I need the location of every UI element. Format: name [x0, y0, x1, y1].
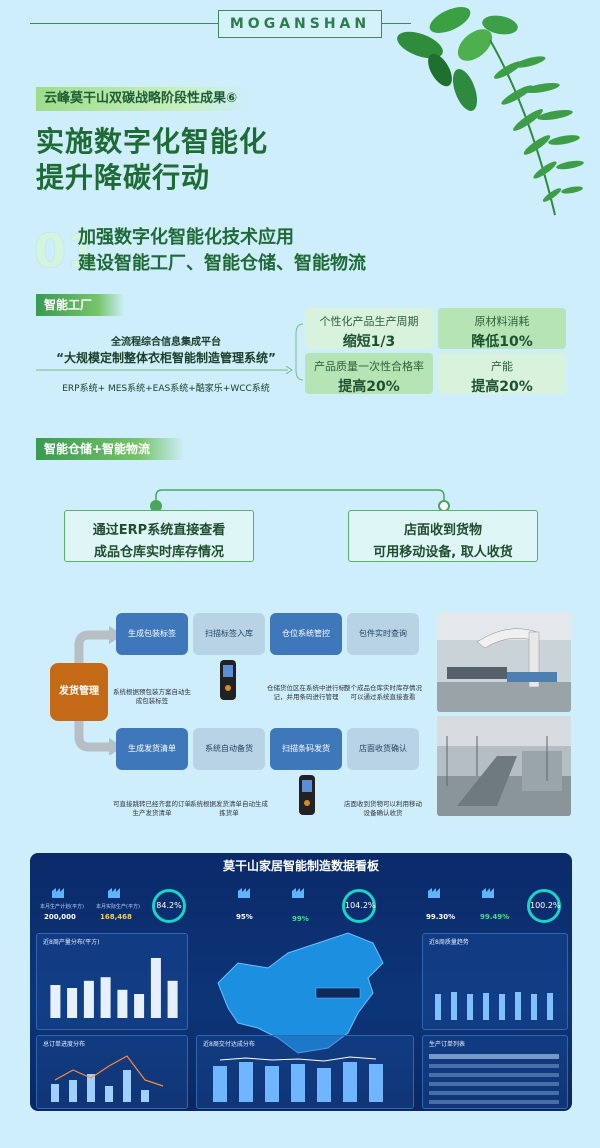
panel-weekly-output: 近8周产量分布(平方) — [36, 933, 188, 1030]
factory-icon — [52, 888, 64, 898]
kpi-plan-label: 本月生产计划(平方) — [40, 904, 84, 910]
weekly-output-bar — [167, 980, 178, 1018]
stat-production-cycle: 个性化产品生产周期 缩短1/3 — [305, 308, 433, 350]
weekly-output-bars — [50, 958, 178, 1018]
weekly-output-bar — [134, 994, 145, 1018]
flow-step-location-control: 仓位系统管控 — [270, 613, 342, 655]
flow-step-package-label: 生成包装标签 — [116, 613, 188, 655]
stat-value: 提高20% — [338, 379, 400, 395]
platform-name: “大规模定制整体衣柜智能制造管理系统” — [56, 351, 276, 365]
flow-note: 可直接跳转已经齐套的订单生产发货清单 — [113, 800, 191, 817]
panel-order-list: 生产订单列表 — [422, 1035, 568, 1109]
platform-caption: 全流程综合信息集成平台 — [111, 337, 221, 348]
flow-step-scan-inbound: 扫描标签入库 — [193, 613, 265, 655]
card-line1: 店面收到货物 — [403, 523, 482, 538]
factory-icon — [238, 888, 250, 898]
panel-quality-trend: 近8周质量趋势 — [422, 933, 568, 1030]
stat-value: 提高20% — [471, 379, 533, 395]
kpi-ring-2: 104.2% — [342, 889, 376, 923]
kpi-ring-3: 100.2% — [527, 889, 561, 923]
panel-title: 近8周质量趋势 — [429, 939, 469, 946]
handheld-scanner-icon — [299, 775, 315, 815]
page-title-line2: 提升降碳行动 — [36, 161, 211, 194]
kpi-value-5: 99.30% — [426, 913, 456, 921]
panel-title: 近8周产量分布(平方) — [43, 939, 100, 946]
section-number: 01 — [34, 224, 99, 278]
factory-robot-photo — [437, 612, 571, 712]
brand-logo: MOGANSHAN — [218, 10, 382, 38]
china-map — [217, 932, 384, 1054]
stat-label: 个性化产品生产周期 — [319, 315, 419, 328]
stat-value: 缩短1/3 — [342, 334, 396, 350]
stat-quality-rate: 产品质量一次性合格率 提高20% — [305, 353, 433, 395]
card-line1: 通过ERP系统直接查看 — [92, 523, 226, 538]
weekly-output-bar — [50, 985, 61, 1018]
platform-systems: ERP系统+ MES系统+EAS系统+酷家乐+WCC系统 — [62, 384, 270, 394]
panel-title: 生产订单列表 — [429, 1041, 466, 1048]
page-title-line1: 实施数字化智能化 — [36, 125, 269, 158]
weekly-output-bar — [100, 977, 111, 1018]
kpi-plan-value: 200,000 — [44, 913, 76, 921]
weekly-output-bar — [117, 989, 128, 1018]
warehouse-connector — [155, 489, 445, 506]
stat-material-consumption: 原材料消耗 降低10% — [438, 308, 566, 350]
kpi-actual-label: 本月实际生产(平方) — [96, 904, 140, 910]
handheld-scanner-icon — [220, 660, 236, 700]
brand-line-left — [30, 23, 218, 24]
store-receipt-card: 店面收到货物 可用移动设备, 取人收货 — [348, 510, 538, 562]
delivery-rate-chart — [213, 1056, 383, 1102]
erp-inventory-card: 通过ERP系统直接查看 成品仓库实时库存情况 — [64, 510, 254, 562]
flow-note: 系统根据预包装方案自动生成包装标签 — [113, 688, 191, 705]
kpi-value-3: 95% — [236, 913, 253, 921]
flow-note: 系统根据发货清单自动生成拣货单 — [190, 800, 268, 817]
panel-title: 近8周交付达成分布 — [203, 1041, 255, 1048]
stat-capacity: 产能 提高20% — [438, 353, 566, 395]
factory-icon — [428, 888, 440, 898]
smart-factory-tag: 智能工厂 — [36, 294, 124, 316]
flow-note: 整个成品仓库实时库存情况可以通过系统直接查看 — [344, 684, 422, 701]
factory-production-line-photo — [437, 716, 571, 816]
data-dashboard: 莫干山家居智能制造数据看板 本月生产计划(平方) 200,000 本月实际生产(… — [30, 853, 572, 1111]
stat-label: 产能 — [491, 360, 513, 373]
panel-title: 总订单进度分布 — [43, 1041, 86, 1048]
weekly-output-bar — [67, 988, 78, 1018]
order-progress-chart — [51, 1055, 164, 1102]
card-line2: 成品仓库实时库存情况 — [93, 545, 224, 560]
dashboard-title: 莫干山家居智能制造数据看板 — [222, 859, 379, 873]
brand-line-right — [381, 23, 411, 24]
flow-note: 店面收到货物可以利用移动设备确认收货 — [344, 800, 422, 817]
flow-step-auto-picking: 系统自动备货 — [193, 728, 265, 770]
stat-label: 原材料消耗 — [474, 315, 530, 328]
section-heading-line2: 建设智能工厂、智能仓储、智能物流 — [78, 253, 366, 274]
factory-icon — [292, 888, 304, 898]
section-heading-line1: 加强数字化智能化技术应用 — [78, 227, 294, 248]
flow-step-store-confirm: 店面收货确认 — [347, 728, 419, 770]
stat-label: 产品质量一次性合格率 — [314, 360, 424, 373]
order-list-table — [429, 1054, 559, 1104]
factory-icon — [482, 888, 494, 898]
subtitle-tag: 云峰莫干山双碳战略阶段性成果⑥ — [36, 87, 248, 111]
panel-delivery-rate: 近8周交付达成分布 — [196, 1035, 414, 1109]
weekly-output-bar — [150, 958, 161, 1018]
flow-step-shipping-list: 生成发货清单 — [116, 728, 188, 770]
quality-trend-bars — [435, 992, 553, 1020]
stat-value: 降低10% — [471, 334, 533, 350]
factory-icon — [108, 888, 120, 898]
kpi-value-4: 99% — [292, 915, 309, 923]
smart-warehouse-tag: 智能仓储+智能物流 — [36, 438, 184, 460]
kpi-value-6: 99.49% — [480, 913, 510, 921]
flow-step-package-query: 包件实时查询 — [347, 613, 419, 655]
weekly-output-bar — [83, 980, 94, 1018]
dispatch-management-box: 发货管理 — [50, 663, 108, 721]
panel-order-progress: 总订单进度分布 — [36, 1035, 188, 1109]
factory-connector — [36, 366, 293, 374]
flow-step-scan-shipping: 扫描条码发货 — [270, 728, 342, 770]
kpi-actual-value: 168,468 — [100, 913, 132, 921]
card-line2: 可用移动设备, 取人收货 — [373, 545, 513, 560]
flow-note: 仓储货位区在系统中进行标记，并用条码进行管理 — [267, 684, 345, 701]
stats-bracket — [295, 323, 304, 381]
fern-leaves-decoration — [397, 7, 584, 216]
kpi-ring-1: 84.2% — [152, 889, 186, 923]
